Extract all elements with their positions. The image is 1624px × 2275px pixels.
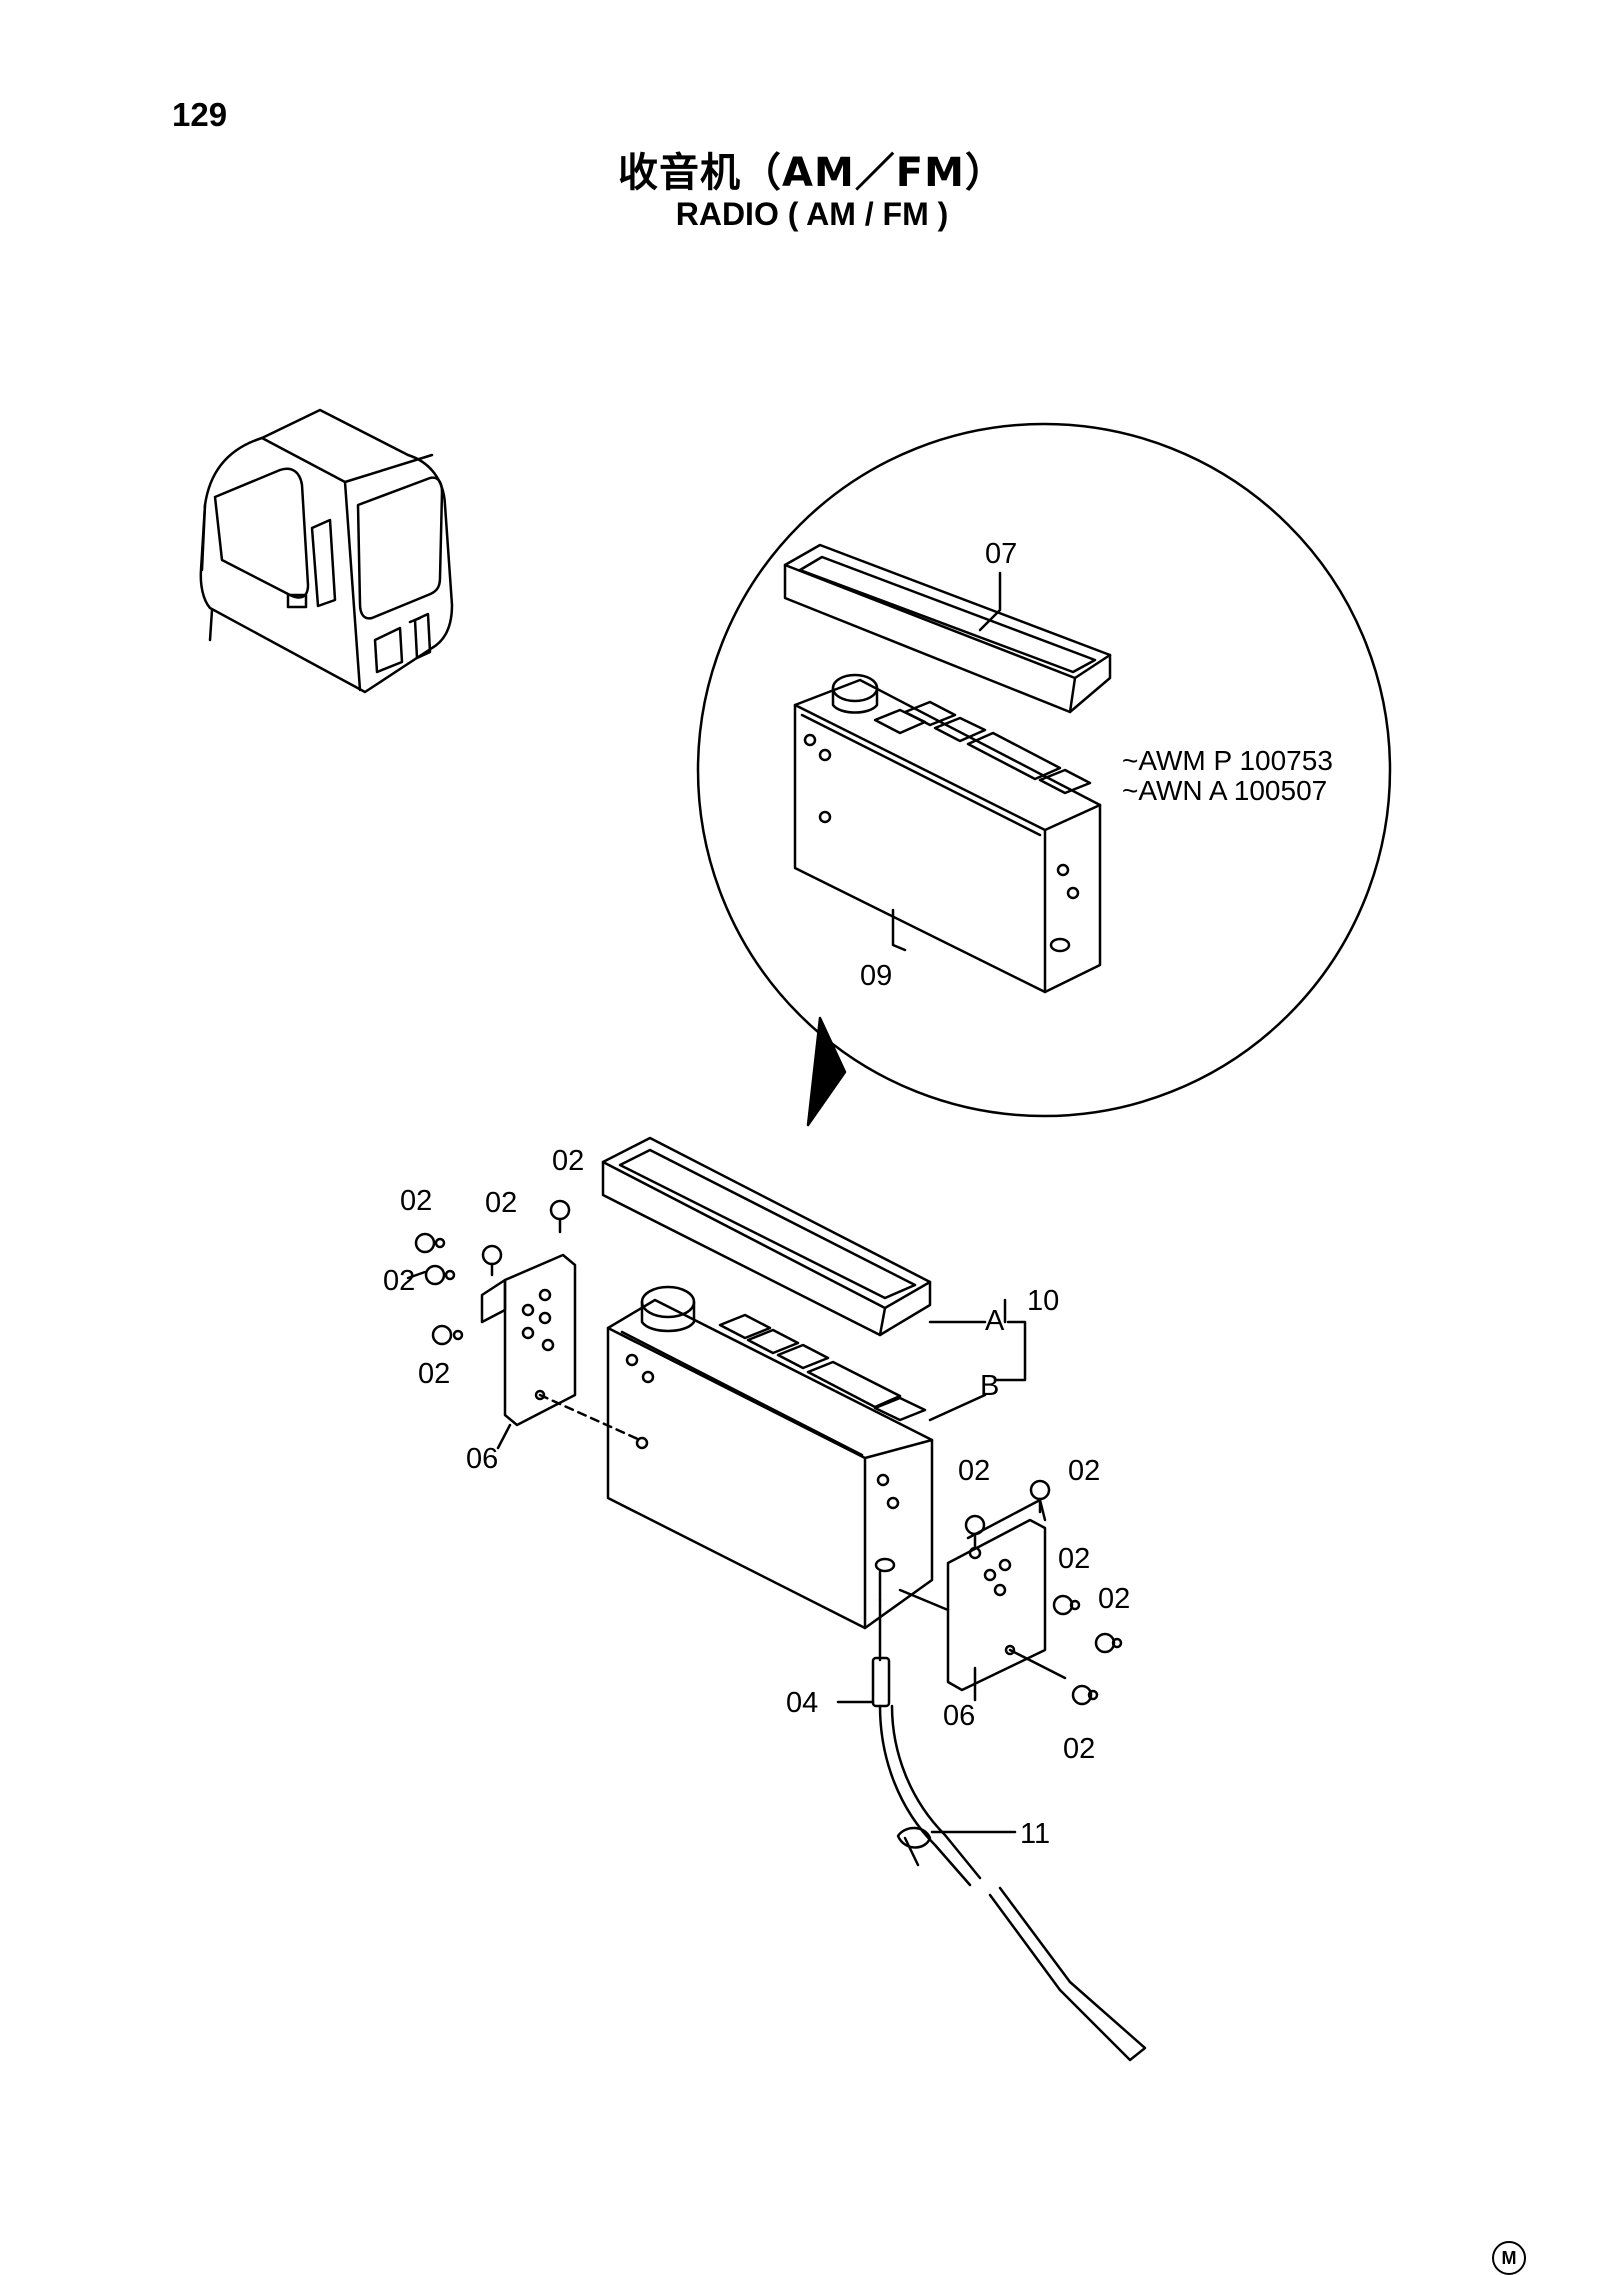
label-screw-02: 02	[1058, 1543, 1090, 1575]
callout-labels: 07 09 ~AWM P 100753 ~AWN A 100507 02 02 …	[383, 538, 1333, 1850]
serial-note-2: ~AWN A 100507	[1122, 775, 1327, 806]
radio-body-b	[606, 1285, 934, 1630]
label-radio-09: 09	[860, 960, 892, 992]
label-clamp-11: 11	[1020, 1818, 1050, 1850]
label-bracket-06: 06	[466, 1443, 498, 1475]
label-radio-ref-b: B	[980, 1370, 999, 1402]
detail-radio-09	[793, 673, 1102, 994]
label-screw-02: 02	[383, 1265, 415, 1297]
manufacturer-mark: M	[1492, 2241, 1526, 2275]
label-bracket-06: 06	[943, 1700, 975, 1732]
label-screw-02: 02	[400, 1185, 432, 1217]
label-screw-02: 02	[552, 1145, 584, 1177]
label-screw-02: 02	[418, 1358, 450, 1390]
page-number: 129	[172, 96, 228, 133]
label-screw-02: 02	[958, 1455, 990, 1487]
label-screw-02: 02	[1068, 1455, 1100, 1487]
screws-02	[414, 1199, 1123, 1706]
antenna-cable	[871, 1598, 1147, 2062]
detail-view-circle	[696, 422, 1392, 1118]
label-screw-02: 02	[485, 1187, 517, 1219]
label-antenna-lead-04: 04	[786, 1687, 818, 1719]
label-cover-07: 07	[985, 538, 1017, 570]
serial-note-1: ~AWM P 100753	[1122, 745, 1333, 776]
cab-overview-illustration	[199, 408, 454, 694]
label-screw-02: 02	[1063, 1733, 1095, 1765]
detail-cover-07	[783, 543, 1112, 714]
page-title-chinese: 收音机（AM／FM）	[618, 150, 1006, 196]
page-title-english: RADIO ( AM / FM )	[675, 196, 949, 232]
label-cover-ref-a: A	[985, 1305, 1005, 1337]
cover-a	[601, 1136, 932, 1337]
detail-view	[696, 422, 1392, 1127]
label-assembly-10: 10	[1027, 1285, 1059, 1317]
label-screw-02: 02	[1098, 1583, 1130, 1615]
detail-pointer	[806, 1016, 847, 1127]
bracket-left-06	[480, 1253, 642, 1442]
